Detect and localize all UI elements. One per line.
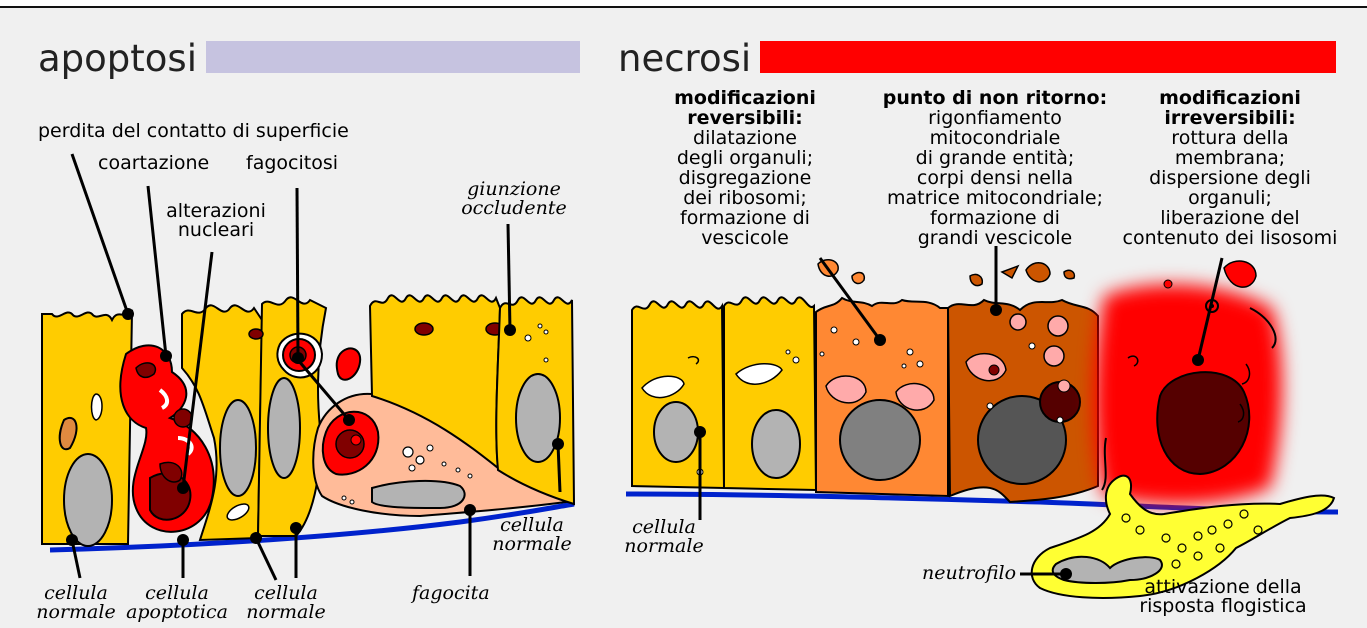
irreversible-line: liberazione del [1112,208,1348,228]
figure-frame: apoptosi necrosi perdita del contatto di… [0,6,1367,628]
label-phagocyte: fagocita [412,584,490,603]
label-condensation: coartazione [98,154,209,173]
irreversible-line: contenuto dei lisosomi [1112,228,1348,248]
necrosis-normal-cell-b [724,297,816,490]
irreversible-changes-block: modificazioni irreversibili: rottura del… [1112,88,1348,248]
label-tight-junction-line2: occludente [452,199,576,218]
label-normal-cell-left-line2: normale [26,603,126,622]
label-inflammatory-line2: risposta flogistica [1128,597,1318,616]
label-normal-cell-left: cellula normale [26,584,126,622]
label-phagocytosis: fagocitosi [246,154,338,173]
label-apoptotic-cell: cellula apoptotica [118,584,236,622]
label-necrosis-normal-cell-line2: normale [616,537,712,556]
necrosis-ruptured-cell [1094,261,1282,504]
necrosis-blebs [818,260,1074,286]
necrosis-title: necrosi [618,37,751,80]
label-normal-cell-mid-line2: normale [236,603,336,622]
necrosis-swollen-cell [816,298,948,496]
apoptosis-title: apoptosi [38,37,197,80]
apoptotic-body [337,348,361,379]
no-return-line: rigonfiamento [870,108,1120,128]
reversible-line: degli organuli; [660,148,830,168]
no-return-line: di grande entità; [870,148,1120,168]
label-inflammatory-response: attivazione della risposta flogistica [1128,578,1318,616]
reversible-line: disgregazione [660,168,830,188]
reversible-heading-line1: modificazioni [660,88,830,108]
no-return-line: mitocondriale [870,128,1120,148]
irreversible-line: organuli; [1112,188,1348,208]
normal-cell-left [42,312,132,546]
irreversible-heading-line2: irreversibili: [1112,108,1348,128]
necrosis-no-return-cell [948,300,1098,502]
label-surface-contact-loss: perdita del contatto di superficie [38,122,349,141]
label-necrosis-normal-cell: cellula normale [616,518,712,556]
necrosis-normal-cell-a [632,301,724,488]
label-neutrophil: neutrofilo [922,564,1016,583]
reversible-changes-block: modificazioni reversibili: dilatazione d… [660,88,830,248]
reversible-line: dei ribosomi; [660,188,830,208]
reversible-line: formazione di [660,208,830,228]
irreversible-heading-line1: modificazioni [1112,88,1348,108]
reversible-line: vescicole [660,228,830,248]
reversible-heading-line2: reversibili: [660,108,830,128]
no-return-line: corpi densi nella [870,168,1120,188]
label-nuclear-changes-line2: nucleari [166,221,266,240]
label-apoptotic-cell-line2: apoptotica [118,603,236,622]
label-normal-cell-right-line2: normale [482,535,582,554]
reversible-line: dilatazione [660,128,830,148]
normal-cell-mid-b [249,297,326,536]
irreversible-line: dispersione degli [1112,168,1348,188]
no-return-block: punto di non ritorno: rigonfiamento mito… [870,88,1120,248]
irreversible-line: rottura della [1112,128,1348,148]
label-tight-junction: giunzione occludente [452,180,576,218]
no-return-line: grandi vescicole [870,228,1120,248]
no-return-line: formazione di [870,208,1120,228]
label-nuclear-changes: alterazioni nucleari [166,202,266,240]
label-normal-cell-mid: cellula normale [236,584,336,622]
no-return-heading: punto di non ritorno: [870,88,1120,108]
no-return-line: matrice mitocondriale; [870,188,1120,208]
necrosis-title-bar [760,41,1336,73]
apoptosis-title-bar [206,41,580,73]
label-normal-cell-right: cellula normale [482,516,582,554]
irreversible-line: membrana; [1112,148,1348,168]
